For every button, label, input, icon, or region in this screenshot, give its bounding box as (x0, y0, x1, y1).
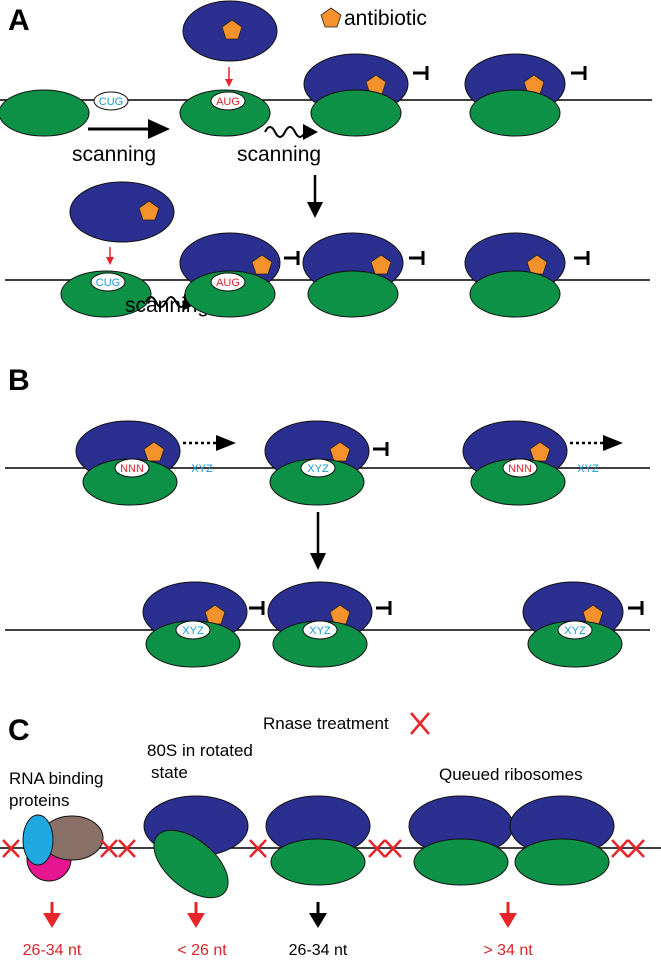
codon-xyz: XYZ (577, 463, 599, 475)
antibiotic-icon (370, 254, 392, 275)
codon-oval (557, 620, 593, 640)
rbp-cyan (22, 814, 54, 866)
antibiotic-icon (143, 441, 165, 462)
scanning-label: scanning (72, 143, 156, 166)
stall-symbol (284, 251, 300, 265)
antibiotic-icon (529, 441, 551, 462)
codon-oval (90, 272, 126, 292)
wavy-scanning-arrow (145, 296, 187, 308)
scanning-label: scanning (237, 143, 321, 166)
small-subunit (307, 270, 399, 318)
rotated-label-line1: 80S in rotated (147, 741, 253, 760)
antibiotic-icon (329, 441, 351, 462)
small-subunit (270, 838, 366, 886)
rotated-label-line2: state (151, 763, 188, 782)
translocation-arrowhead (216, 435, 236, 451)
antibiotic-icon (251, 254, 273, 275)
translocation-arrowhead (603, 435, 623, 451)
footprint-label-normal: 26-34 nt (289, 942, 348, 959)
stall-symbol (574, 251, 590, 265)
antibiotic-icon (221, 19, 243, 40)
antibiotic-legend-label: antibiotic (344, 7, 427, 30)
scanning-arrowhead (148, 119, 170, 139)
codon-cug: CUG (96, 277, 120, 289)
footprint-label-rotated: < 26 nt (177, 942, 227, 959)
wavy-scanning-arrow (264, 126, 306, 138)
codon-oval (114, 458, 150, 478)
stall-symbol (249, 601, 265, 615)
footprint-label-queued: > 34 nt (483, 942, 533, 959)
codon-oval (300, 458, 336, 478)
codon-xyz: XYZ (309, 625, 331, 637)
queued-label: Queued ribosomes (439, 765, 583, 784)
stall-symbol (413, 66, 429, 80)
footprint-arrowhead (187, 913, 205, 928)
down-arrowhead (310, 553, 326, 570)
rnase-cut-icon (410, 712, 430, 735)
small-subunit (310, 89, 402, 137)
stall-symbol (376, 601, 392, 615)
small-subunit (469, 89, 561, 137)
codon-oval (502, 458, 538, 478)
antibiotic-legend-icon (320, 7, 342, 28)
stall-symbol (571, 66, 587, 80)
rbp-label-line2: proteins (9, 791, 69, 810)
codon-aug: AUG (216, 277, 240, 289)
small-subunit (184, 270, 276, 318)
stall-symbol (628, 601, 644, 615)
codon-nnn: NNN (508, 463, 532, 475)
codon-xyz: XYZ (307, 463, 329, 475)
small-subunit (60, 270, 152, 318)
large-subunit (69, 181, 175, 243)
small-subunit (0, 89, 90, 137)
codon-oval (210, 272, 246, 292)
small-subunit-rotated (153, 829, 229, 899)
panel-a-label: A (8, 4, 30, 37)
stall-symbol (373, 442, 389, 456)
small-subunit (413, 838, 509, 886)
rbp-label-line1: RNA binding (9, 769, 104, 788)
stall-symbol (409, 251, 425, 265)
panel-b-label: B (8, 364, 30, 397)
codon-nnn: NNN (120, 463, 144, 475)
codon-xyz: XYZ (564, 625, 586, 637)
codon-xyz: XYZ (182, 625, 204, 637)
small-subunit (514, 838, 610, 886)
codon-oval (210, 91, 246, 111)
codon-cug: CUG (99, 96, 123, 108)
footprint-label-rbp: 26-34 nt (23, 942, 82, 959)
codon-oval (93, 91, 129, 111)
small-subunit (179, 89, 271, 137)
panel-c-label: C (8, 714, 30, 747)
down-arrowhead (307, 202, 323, 218)
codon-oval (175, 620, 211, 640)
antibiotic-icon (138, 200, 160, 221)
small-subunit (469, 270, 561, 318)
codon-oval (302, 620, 338, 640)
footprint-arrowhead (309, 913, 327, 928)
scanning-arrowhead (303, 124, 318, 140)
rnase-treatment-label: Rnase treatment (263, 714, 389, 733)
rnase-cut-marks (2, 839, 645, 858)
footprint-arrowhead (43, 913, 61, 928)
codon-aug: AUG (216, 96, 240, 108)
codon-xyz: XYZ (191, 463, 213, 475)
footprint-arrowhead (499, 913, 517, 928)
